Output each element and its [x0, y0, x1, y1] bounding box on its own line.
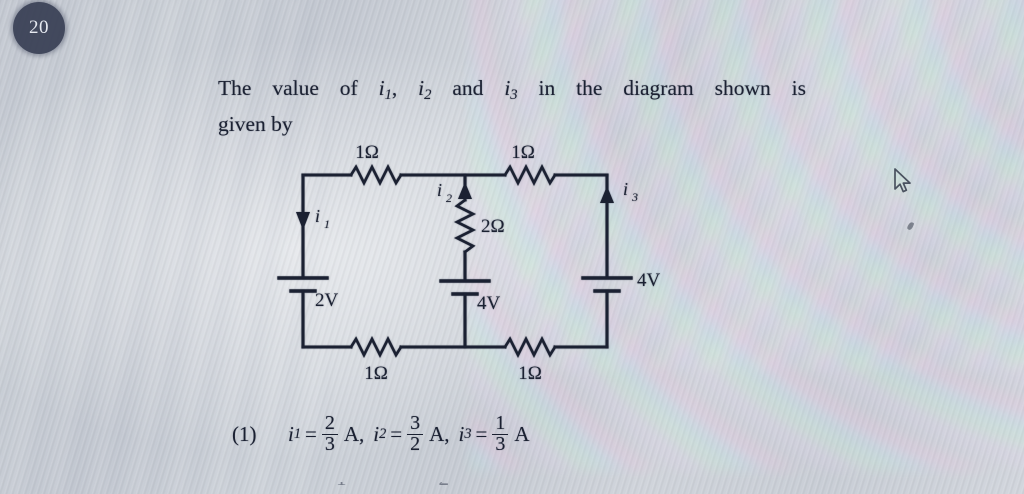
- term-i1-denominator: 3: [321, 433, 338, 455]
- variable-i2-letter: i: [418, 76, 425, 100]
- question-number-text: 20: [29, 17, 49, 38]
- label-current-right-subscript: 3: [631, 190, 638, 204]
- term-i3-subscript: 3: [464, 425, 472, 442]
- variable-i1: i1: [378, 76, 392, 104]
- term-i3-variable: i: [458, 421, 465, 446]
- next-row-hint-left: 1: [336, 482, 347, 491]
- term-i1-subscript: 1: [293, 425, 301, 442]
- label-top-left-resistor: 1Ω: [355, 142, 379, 163]
- label-middle-resistor: 2Ω: [481, 216, 505, 237]
- dust-speck: [906, 221, 915, 231]
- question-number-badge[interactable]: 20: [13, 2, 65, 54]
- term-i2-denominator: 2: [407, 433, 424, 455]
- label-bottom-left-resistor: 1Ω: [364, 363, 388, 384]
- next-answer-row-clipped[interactable]: 1 2: [232, 482, 712, 494]
- option-1-number: (1): [232, 421, 257, 446]
- variable-i1-subscript: 1: [384, 87, 392, 104]
- term-i2-numerator: 3: [410, 412, 421, 434]
- variable-i3: i3: [504, 76, 518, 104]
- term-i2-comma: ,: [444, 421, 450, 446]
- term-i3-numerator: 1: [495, 412, 506, 434]
- current-arrow-right-head: [600, 186, 614, 203]
- term-i2-subscript: 2: [379, 425, 387, 442]
- term-i1-unit: A: [343, 421, 359, 446]
- variable-i3-letter: i: [504, 76, 511, 100]
- term-i3-fraction: 1 3: [492, 412, 509, 455]
- label-current-left-subscript: 1: [324, 217, 330, 231]
- variable-i1-letter: i: [378, 76, 385, 100]
- resistor-bottom-left-symbol: [349, 335, 403, 359]
- current-arrow-middle-head: [458, 182, 472, 199]
- variable-i3-subscript: 3: [510, 87, 518, 104]
- variable-i2-subscript: 2: [424, 87, 432, 104]
- resistor-top-left-symbol: [349, 163, 403, 187]
- next-row-hint-right: 2: [439, 482, 450, 491]
- question-text-line-2: given by: [218, 112, 293, 137]
- label-top-right-resistor: 1Ω: [511, 142, 535, 163]
- term-i1-comma: ,: [359, 421, 365, 446]
- current-arrow-left-head: [296, 212, 310, 230]
- term-i1-numerator: 2: [324, 412, 335, 434]
- term-i2-variable: i: [373, 421, 380, 446]
- term-i2-equals: =: [390, 421, 403, 446]
- next-row-number: [232, 482, 288, 491]
- resistor-middle-symbol: [453, 198, 477, 254]
- label-middle-battery: 4V: [477, 293, 501, 314]
- question-text-prefix: The value of: [218, 76, 379, 100]
- label-right-battery: 4V: [637, 270, 661, 291]
- label-current-middle-subscript: 2: [446, 191, 452, 205]
- variable-i2: i2: [418, 76, 432, 104]
- question-separator-2: and: [431, 76, 505, 100]
- mouse-cursor-icon: [894, 168, 911, 193]
- term-i1-fraction: 2 3: [321, 412, 338, 455]
- term-i1-equals: =: [304, 421, 317, 446]
- circuit-diagram: 1Ω 1Ω 2Ω 1Ω 1Ω 2V 4V 4V i 1 i 2 i 3: [255, 138, 675, 396]
- question-text: The value of i1, i2 and i3 in the diagra…: [218, 74, 838, 139]
- term-i3-denominator: 3: [492, 433, 509, 455]
- question-separator-1: ,: [391, 76, 419, 100]
- label-bottom-right-resistor: 1Ω: [518, 363, 542, 384]
- term-i2-unit: A: [429, 421, 445, 446]
- term-i2-fraction: 3 2: [407, 412, 424, 455]
- question-text-line-1: The value of i1, i2 and i3 in the diagra…: [218, 74, 806, 110]
- label-current-middle: i: [437, 180, 442, 200]
- label-left-battery: 2V: [315, 290, 339, 311]
- term-i1-variable: i: [288, 421, 294, 446]
- resistor-bottom-right-symbol: [503, 335, 557, 359]
- question-text-suffix: in the diagram shown is: [517, 76, 807, 100]
- label-current-left: i: [315, 206, 320, 226]
- resistor-top-right-symbol: [503, 163, 557, 187]
- label-current-right: i: [623, 179, 628, 199]
- term-i3-unit: A: [514, 421, 530, 446]
- term-i3-equals: =: [475, 421, 488, 446]
